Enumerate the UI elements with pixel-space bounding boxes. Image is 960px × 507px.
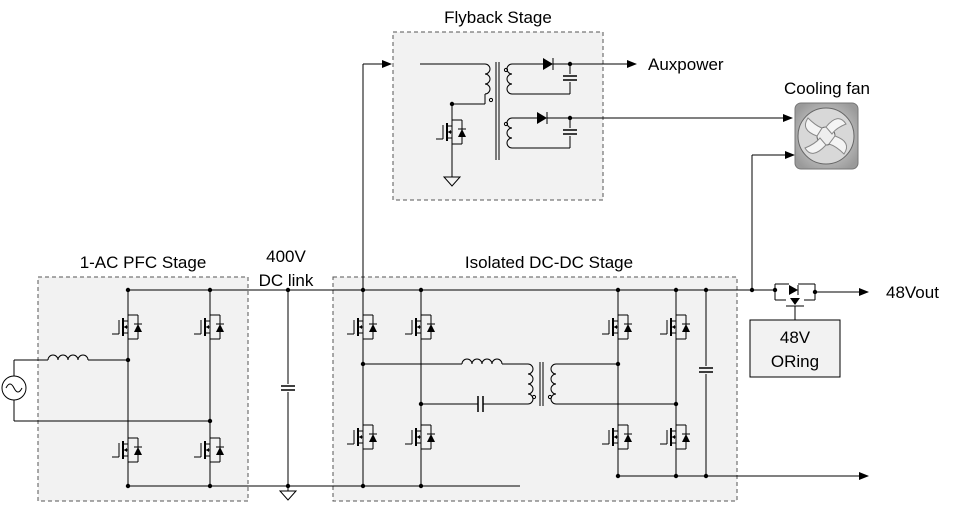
inductor-icon bbox=[47, 354, 89, 361]
mosfet-icon bbox=[790, 298, 800, 305]
fan-icon bbox=[794, 102, 859, 170]
dclink-voltage-label: 400V bbox=[266, 247, 306, 266]
oring-voltage-label: 48V bbox=[780, 328, 811, 347]
flyback-stage-label: Flyback Stage bbox=[444, 8, 552, 27]
pfc-stage-box bbox=[37, 276, 249, 502]
dcdc-stage-label: Isolated DC-DC Stage bbox=[465, 253, 633, 272]
oring-box bbox=[749, 319, 841, 378]
transformer-icon bbox=[527, 362, 557, 406]
dclink-name-label: DC link bbox=[259, 271, 314, 290]
flyback-stage-box bbox=[392, 31, 604, 201]
ground-icon bbox=[279, 485, 297, 501]
diode-icon bbox=[789, 285, 799, 295]
inductor-icon bbox=[461, 358, 503, 365]
pfc-stage-label: 1-AC PFC Stage bbox=[80, 253, 207, 272]
vout-label: 48Vout bbox=[886, 283, 939, 302]
transformer-icon bbox=[484, 62, 513, 160]
capacitor-icon bbox=[280, 385, 296, 391]
ac-source-icon bbox=[1, 375, 27, 401]
oring-name-label: ORing bbox=[771, 352, 819, 371]
dcdc-stage-box bbox=[332, 276, 738, 502]
auxpower-label: Auxpower bbox=[648, 55, 724, 74]
cooling-fan-label: Cooling fan bbox=[784, 79, 870, 98]
